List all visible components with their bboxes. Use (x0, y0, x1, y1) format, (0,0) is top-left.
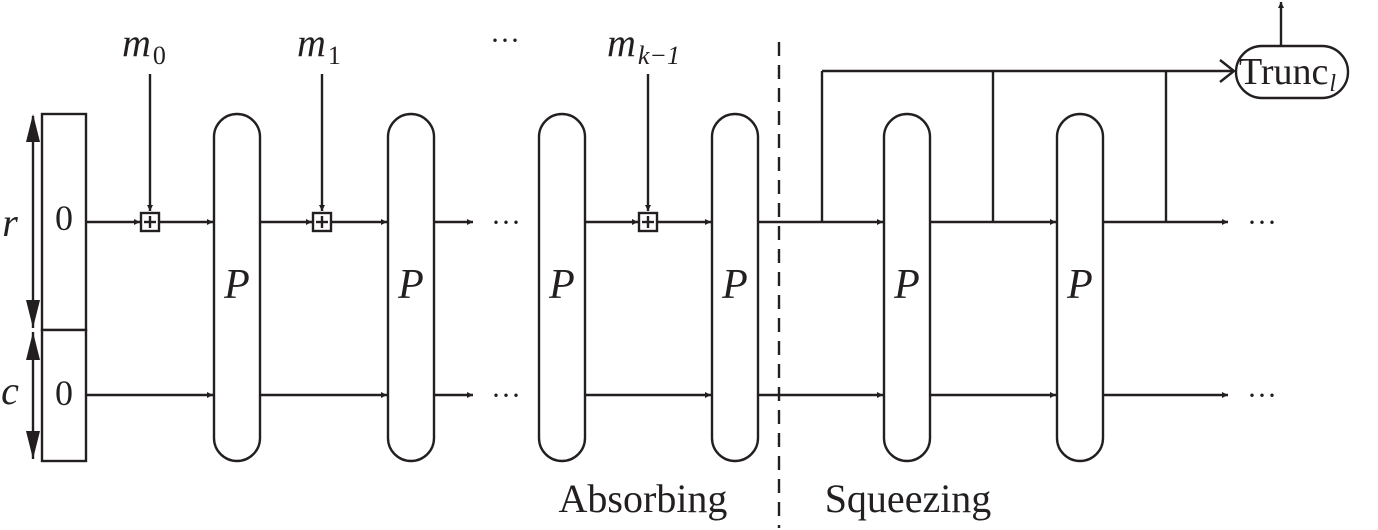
message-m0-label: m0 (122, 20, 166, 70)
xor-box-3 (637, 211, 659, 233)
rate-dimension: r (2, 114, 40, 328)
xor-box-2 (311, 211, 333, 233)
rate-lane-output-ellipsis: ··· (1247, 206, 1277, 239)
absorbing-phase-label: Absorbing (559, 476, 728, 521)
permutation-block-5: P (882, 112, 932, 463)
message-m1-subscript: 1 (328, 41, 341, 70)
rate-cell (40, 112, 88, 332)
permutation-label: P (1066, 262, 1093, 308)
permutation-block-3: P (537, 112, 587, 463)
capacity-label: c (1, 368, 19, 413)
truncate-box: Truncl (1234, 44, 1350, 100)
permutation-label: P (893, 262, 920, 308)
capacity-init-value: 0 (55, 373, 73, 413)
permutation-block-1: P (212, 112, 262, 463)
capacity-lane-ellipsis: ··· (491, 379, 521, 412)
squeezing-phase-label: Squeezing (825, 476, 992, 521)
permutation-label: P (548, 262, 575, 308)
message-mk-1-label: mk−1 (607, 20, 680, 70)
rate-label: r (2, 200, 18, 245)
rate-init-value: 0 (55, 198, 73, 238)
state-box: 0 0 (40, 112, 88, 463)
truncate-label: Truncl (1239, 51, 1336, 97)
capacity-lane-output-ellipsis: ··· (1247, 379, 1277, 412)
permutation-block-4: P (710, 112, 760, 463)
permutation-block-2: P (386, 112, 436, 463)
message-mk-1-subscript: k−1 (638, 41, 680, 70)
permutation-block-6: P (1055, 112, 1105, 463)
truncate-subscript: l (1329, 71, 1336, 97)
permutation-label: P (223, 262, 250, 308)
permutation-label: P (721, 262, 748, 308)
rate-lane-ellipsis: ··· (491, 206, 521, 239)
capacity-cell (40, 328, 88, 463)
message-m0-subscript: 0 (153, 41, 166, 70)
capacity-dimension: c (1, 332, 40, 459)
xor-box-1 (139, 211, 161, 233)
squeeze-output-bus (820, 59, 1236, 222)
message-ellipsis: ··· (490, 24, 520, 57)
permutation-label: P (397, 262, 424, 308)
message-m1-label: m1 (297, 20, 341, 70)
